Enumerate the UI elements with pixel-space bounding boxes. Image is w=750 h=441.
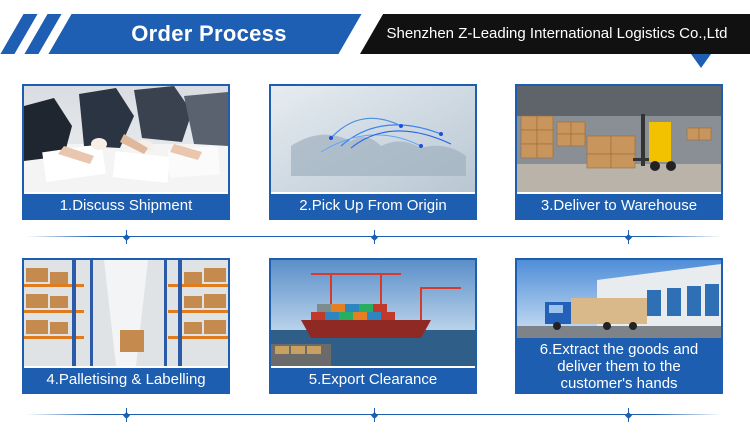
- divider-marker: [374, 230, 375, 244]
- step-card-3: 3.Deliver to Warehouse: [515, 84, 723, 220]
- divider-marker: [126, 230, 127, 244]
- divider-marker: [628, 230, 629, 244]
- step-label: 2.Pick Up From Origin: [271, 194, 475, 218]
- pallet-racking-photo: [24, 260, 228, 366]
- step-card-5: 5.Export Clearance: [269, 258, 477, 394]
- step-card-4: 4.Palletising & Labelling: [22, 258, 230, 394]
- step-card-2: 2.Pick Up From Origin: [269, 84, 477, 220]
- container-ship-port-photo: [271, 260, 475, 366]
- down-arrow-icon: [691, 54, 711, 68]
- company-name: Shenzhen Z-Leading International Logisti…: [386, 25, 728, 42]
- step-label: 6.Extract the goods and deliver them to …: [517, 338, 721, 392]
- step-card-6: 6.Extract the goods and deliver them to …: [515, 258, 723, 394]
- step-label-line: 6.Extract the goods and: [539, 341, 699, 358]
- world-map-network-photo: [271, 86, 475, 192]
- step-label-line: deliver them to the: [557, 358, 681, 375]
- step-label: 3.Deliver to Warehouse: [517, 194, 721, 218]
- step-label: 5.Export Clearance: [271, 368, 475, 392]
- divider-marker: [628, 408, 629, 422]
- truck-loading-dock-photo: [517, 260, 721, 338]
- step-label: 1.Discuss Shipment: [24, 194, 228, 218]
- page-title: Order Process: [131, 21, 287, 46]
- step-card-1: 1.Discuss Shipment: [22, 84, 230, 220]
- forklift-warehouse-photo: [517, 86, 721, 192]
- header-banner: Order Process Shenzhen Z-Leading Interna…: [0, 0, 750, 70]
- divider-marker: [126, 408, 127, 422]
- step-label: 4.Palletising & Labelling: [24, 368, 228, 392]
- business-meeting-photo: [24, 86, 228, 192]
- step-label-line: customer's hands: [560, 375, 678, 392]
- divider-marker: [374, 408, 375, 422]
